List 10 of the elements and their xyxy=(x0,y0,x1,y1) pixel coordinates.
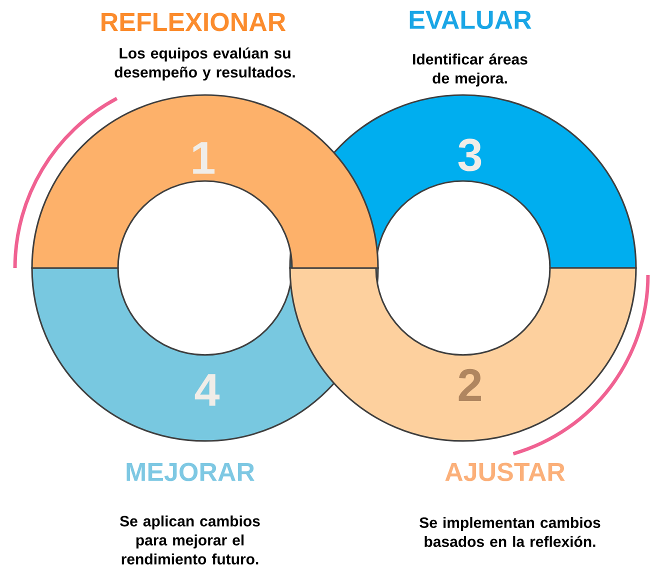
step-title: REFLEXIONAR xyxy=(102,12,286,32)
step-description: Se implementan cambios basados en la reflexión. xyxy=(420,516,600,547)
step-description: Se aplican cambios para mejorar el rendimiento futuro. xyxy=(120,515,260,564)
step-title: EVALUAR xyxy=(410,10,532,30)
ring-segment: 2 xyxy=(289,267,637,442)
step-title: AJUSTAR xyxy=(445,462,565,482)
step-description: Los equipos evalúan su desempeño y resultados. xyxy=(114,47,295,81)
step-title: MEJORAR xyxy=(126,462,254,482)
step-description: Identificar áreas de mejora. xyxy=(413,53,528,87)
ring-segment: 1 xyxy=(31,94,379,269)
